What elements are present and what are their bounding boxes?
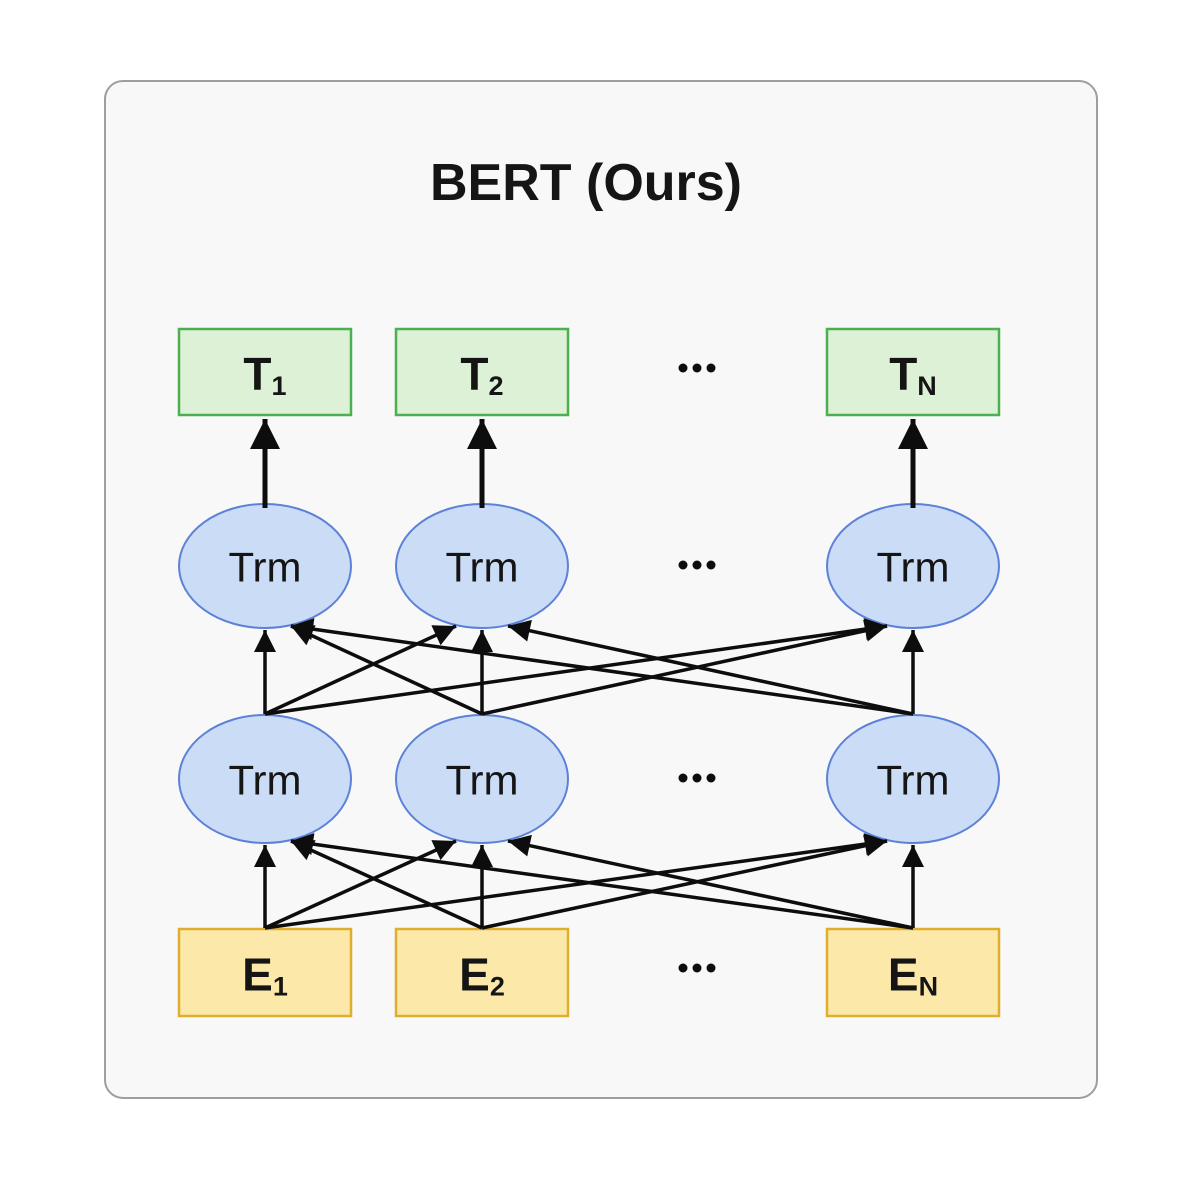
edge-embedding-1-to-2 xyxy=(264,839,457,930)
output-3-label: TN xyxy=(889,348,937,401)
edge-trm-bottom-3-to-1 xyxy=(290,618,914,716)
edge-embedding-3-to-2 xyxy=(507,834,914,930)
embedding-1-box xyxy=(177,927,353,1018)
edge-embedding-2-to-1 xyxy=(290,839,483,930)
ellipsis-dot-emb xyxy=(692,963,702,973)
output-2-box xyxy=(394,327,570,417)
edge-embedding-2-to-3 xyxy=(481,834,888,930)
ellipsis-layer xyxy=(678,363,716,973)
diagram-title: BERT (Ours) xyxy=(430,154,742,212)
embedding-1-label: E1 xyxy=(242,949,288,1002)
trm-bottom-1-node xyxy=(178,714,352,844)
edge-embedding-1-to-3 xyxy=(264,833,888,930)
output-1-label: T1 xyxy=(243,348,286,401)
edge-trm-bottom-2-to-3 xyxy=(481,619,888,716)
embedding-3-box xyxy=(825,927,1001,1018)
ellipsis-dot-outputs xyxy=(678,363,688,373)
trm-top-3-label: Trm xyxy=(876,544,949,591)
trm-bottom-1-label: Trm xyxy=(228,757,301,804)
ellipsis-dot-trmTop xyxy=(706,560,716,570)
output-3-box xyxy=(825,327,1001,417)
edge-layer xyxy=(250,419,928,930)
ellipsis-dot-trmBot xyxy=(706,773,716,783)
embedding-2-box xyxy=(394,927,570,1018)
trm-bottom-2-label: Trm xyxy=(445,757,518,804)
ellipsis-dot-trmBot xyxy=(678,773,688,783)
embedding-3-label: EN xyxy=(888,949,938,1002)
ellipsis-dot-emb xyxy=(678,963,688,973)
embedding-2-label: E2 xyxy=(459,949,505,1002)
trm-bottom-3-label: Trm xyxy=(876,757,949,804)
ellipsis-dot-emb xyxy=(706,963,716,973)
ellipsis-dot-trmBot xyxy=(692,773,702,783)
edge-trm-bottom-2-to-1 xyxy=(290,624,483,716)
edge-trm-bottom-1-to-2 xyxy=(264,624,457,716)
ellipsis-dot-outputs xyxy=(706,363,716,373)
edge-embedding-3-to-1 xyxy=(290,833,914,930)
output-1-box xyxy=(177,327,353,417)
edge-trm-bottom-3-to-2 xyxy=(507,619,914,716)
output-2-label: T2 xyxy=(460,348,503,401)
trm-top-1-label: Trm xyxy=(228,544,301,591)
trm-bottom-3-node xyxy=(826,714,1000,844)
edge-trm-bottom-1-to-3 xyxy=(264,618,888,716)
trm-top-2-label: Trm xyxy=(445,544,518,591)
trm-bottom-2-node xyxy=(395,714,569,844)
ellipsis-dot-outputs xyxy=(692,363,702,373)
ellipsis-dot-trmTop xyxy=(692,560,702,570)
ellipsis-dot-trmTop xyxy=(678,560,688,570)
